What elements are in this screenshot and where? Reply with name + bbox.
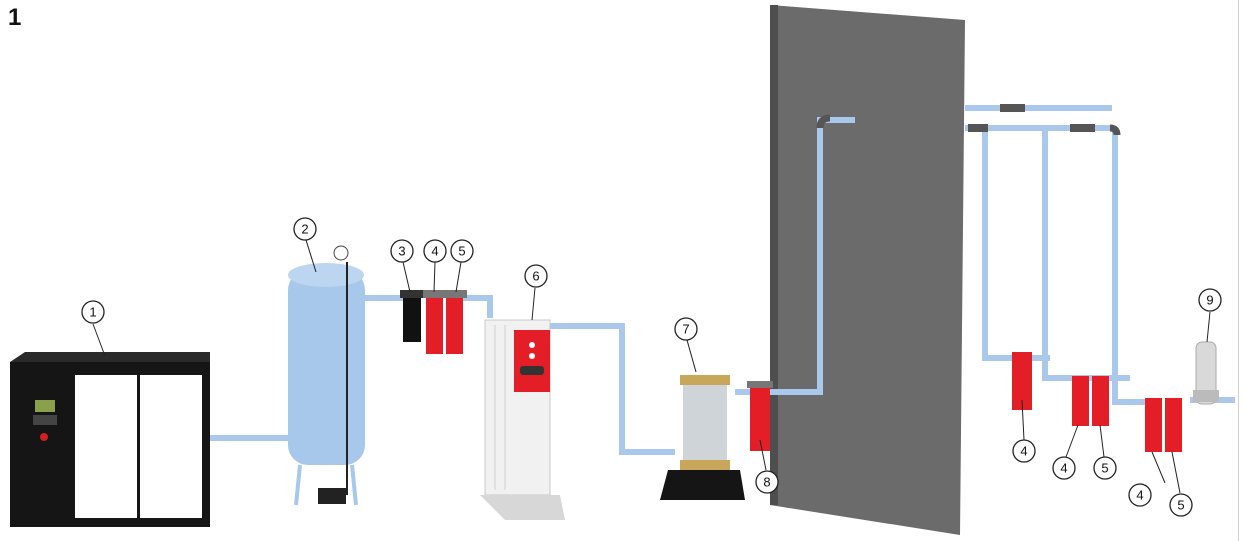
callout-7: 7	[674, 317, 698, 341]
filter-3	[400, 290, 424, 342]
svg-text:3: 3	[398, 244, 405, 259]
svg-text:5: 5	[1177, 498, 1184, 513]
svg-text:9: 9	[1206, 293, 1213, 308]
svg-text:6: 6	[532, 269, 539, 284]
callout-6: 6	[524, 264, 548, 288]
callout-4: 4	[423, 239, 447, 263]
svg-text:5: 5	[1101, 461, 1108, 476]
callout-4-right-a: 4	[1012, 439, 1036, 463]
callout-5-right-c: 5	[1169, 493, 1193, 517]
wall	[770, 5, 965, 535]
figure-number: 1	[8, 4, 22, 31]
air-receiver	[288, 245, 365, 506]
filter-right-a	[1012, 352, 1182, 452]
dryer-7	[660, 375, 745, 500]
callout-5: 5	[450, 239, 474, 263]
svg-text:4: 4	[431, 244, 438, 259]
filter-8	[747, 381, 773, 451]
svg-text:4: 4	[1136, 488, 1143, 503]
svg-text:2: 2	[301, 222, 308, 237]
svg-text:5: 5	[458, 244, 465, 259]
callout-8: 8	[755, 470, 779, 494]
svg-text:1: 1	[89, 305, 96, 320]
svg-text:8: 8	[763, 475, 770, 490]
frame-border	[1238, 0, 1239, 541]
callout-2: 2	[293, 217, 317, 241]
filter-9	[1193, 341, 1219, 405]
dryer-6	[480, 319, 565, 520]
compressor	[10, 352, 210, 527]
callout-9: 9	[1198, 288, 1222, 312]
svg-text:7: 7	[682, 322, 689, 337]
filter-4-5-group	[423, 290, 467, 354]
callout-5-right-b: 5	[1093, 456, 1117, 480]
svg-text:4: 4	[1020, 444, 1027, 459]
callout-4-right-c: 4	[1128, 483, 1152, 507]
callout-4-right-b: 4	[1052, 456, 1076, 480]
svg-text:4: 4	[1060, 461, 1067, 476]
callout-3: 3	[390, 239, 414, 263]
callout-1: 1	[81, 300, 105, 324]
leader-lines	[92, 239, 1211, 494]
